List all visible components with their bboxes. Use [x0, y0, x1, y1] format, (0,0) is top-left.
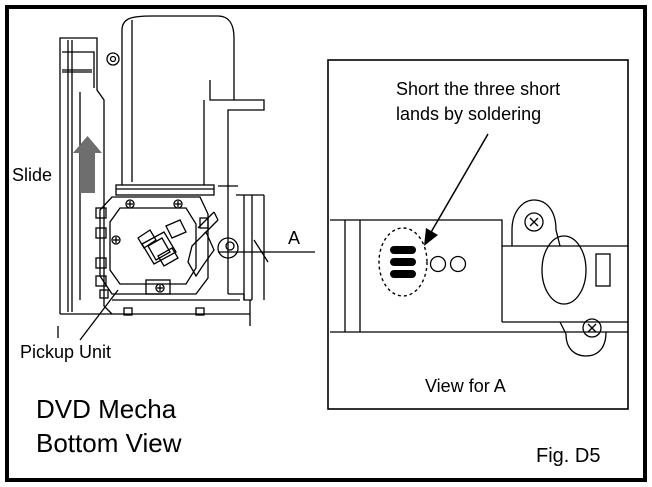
pointer-a-label: A — [288, 228, 300, 248]
view-a-frame — [327, 59, 629, 410]
callout-arrow-icon — [424, 133, 489, 246]
view-a-drawing — [330, 199, 628, 357]
pickup-unit-label: Pickup Unit — [20, 342, 111, 362]
short-lands — [390, 246, 416, 278]
slide-label: Slide — [12, 165, 52, 185]
callout-line2: lands by soldering — [396, 104, 541, 124]
view-caption: View for A — [425, 376, 506, 396]
drawing-title-line2: Bottom View — [36, 428, 182, 458]
slide-arrow-icon — [73, 136, 102, 193]
drawing-title-line1: DVD Mecha — [36, 394, 177, 424]
figure-number: Fig. D5 — [536, 445, 600, 467]
dvd-mecha-drawing — [57, 15, 315, 341]
callout-line1: Short the three short — [396, 79, 560, 99]
